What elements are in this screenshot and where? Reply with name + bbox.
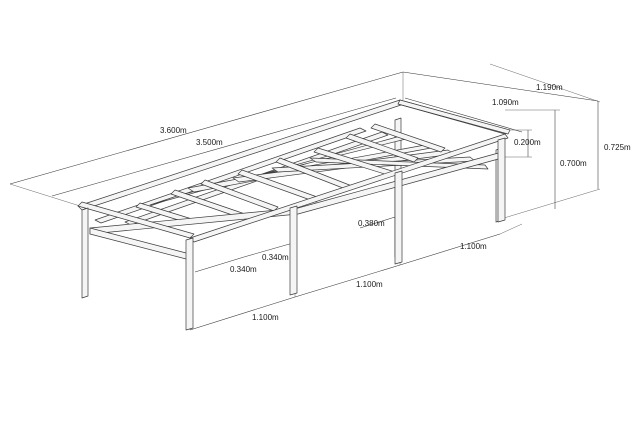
dim-inner-width: 1.090m: [492, 98, 519, 107]
crossbar: [94, 127, 367, 224]
dim-total-height: 0.725m: [604, 143, 631, 152]
leg-front-mid: [289, 205, 298, 296]
dimension-lines: [9, 63, 601, 331]
dim-crossbar-spacing-b: 0.340m: [262, 253, 289, 262]
dim-leg-spacing-front-left: 1.100m: [252, 313, 279, 322]
dim-crossbar-spacing-c: 0.380m: [358, 219, 385, 228]
leg-right-corner: [497, 137, 506, 223]
slat: [345, 133, 419, 163]
dim-total-length: 3.600m: [160, 126, 187, 135]
rail-front-short: [77, 201, 195, 239]
leg-front-left: [81, 207, 89, 299]
slat: [237, 169, 321, 203]
slat: [370, 123, 446, 153]
steel-frame: [77, 99, 511, 331]
dim-crossbar-spacing-a: 0.340m: [230, 265, 257, 274]
dim-leg-spacing-front-mid: 1.100m: [356, 280, 383, 289]
dim-inner-length: 3.500m: [196, 138, 223, 147]
dimension-labels: 3.600m 3.500m 1.190m 1.090m 0.725m 0.700…: [160, 83, 631, 322]
dim-leg-spacing-front-right: 1.100m: [460, 242, 487, 251]
rail-right-short: [397, 99, 511, 135]
leg-front-corner: [185, 237, 194, 331]
dim-total-width: 1.190m: [536, 83, 563, 92]
leg-front-right: [394, 170, 403, 265]
dim-leg-height: 0.700m: [560, 159, 587, 168]
dim-frame-depth: 0.200m: [514, 138, 541, 147]
